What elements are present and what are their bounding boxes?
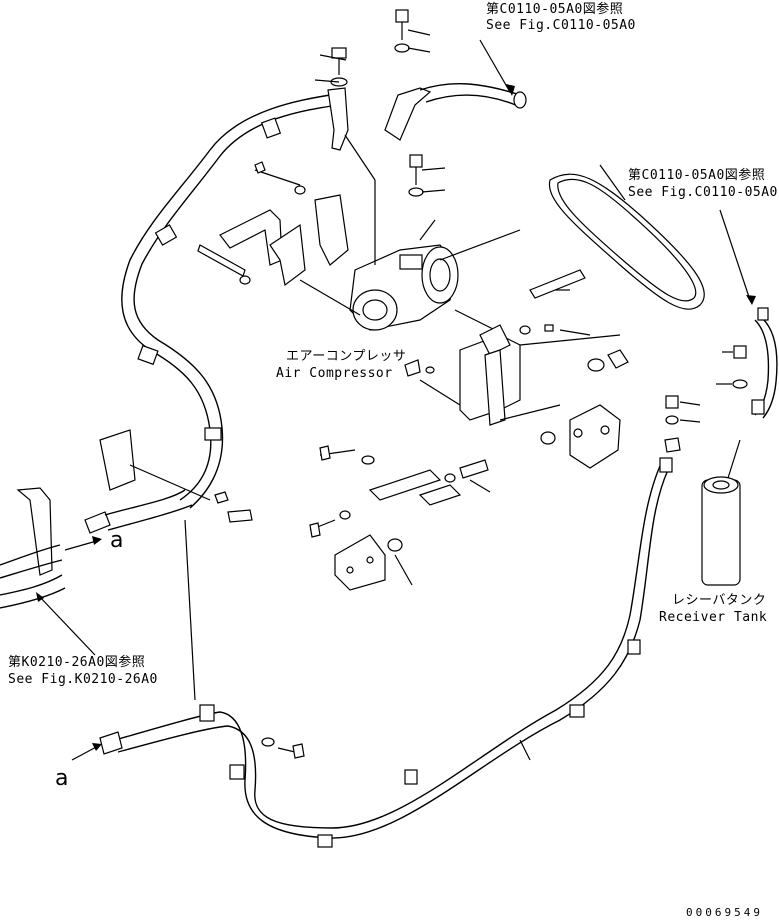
compressor-assembly (349, 229, 521, 331)
top-ref-jp: 第C0110-05A0図参照 (486, 2, 624, 17)
part-number: 00069549 (686, 906, 763, 919)
receiver-upper-hose (751, 307, 778, 419)
belt-ref-en: See Fig.C0110-05A0 (628, 185, 778, 200)
receiver-label-en: Receiver Tank (659, 610, 768, 625)
idler-pulley (540, 404, 621, 469)
marker-a-upper: a (110, 528, 124, 553)
arrow-top-ref (506, 84, 515, 96)
arrow-belt-ref (746, 295, 756, 305)
receiver-tank (664, 345, 748, 586)
marker-a-lower: a (55, 766, 69, 791)
left-ref-en: See Fig.K0210-26A0 (8, 672, 158, 687)
belt-ref-jp: 第C0110-05A0図参照 (628, 168, 766, 183)
main-hose-left (121, 94, 339, 509)
compressor-label-en: Air Compressor (276, 366, 393, 381)
left-bracket (0, 429, 253, 609)
top-ref-en: See Fig.C0110-05A0 (486, 18, 636, 33)
receiver-label-jp: レシーバタンク (672, 593, 767, 608)
leader-belt-ref (719, 209, 751, 301)
top-fittings (314, 9, 527, 151)
lower-main-hose (71, 457, 673, 848)
vertical-leader (184, 519, 196, 701)
leader-left-ref (37, 594, 96, 656)
misc-bolts (394, 154, 570, 586)
left-ref-jp: 第K0210-26A0図参照 (8, 655, 146, 670)
v-belt (548, 164, 705, 310)
upper-brackets (197, 134, 376, 316)
compressor-bracket (404, 269, 629, 426)
adjust-bar (309, 445, 489, 591)
compressor-label-jp: エアーコンプレッサ (286, 349, 407, 364)
leader-top-ref (479, 39, 511, 93)
